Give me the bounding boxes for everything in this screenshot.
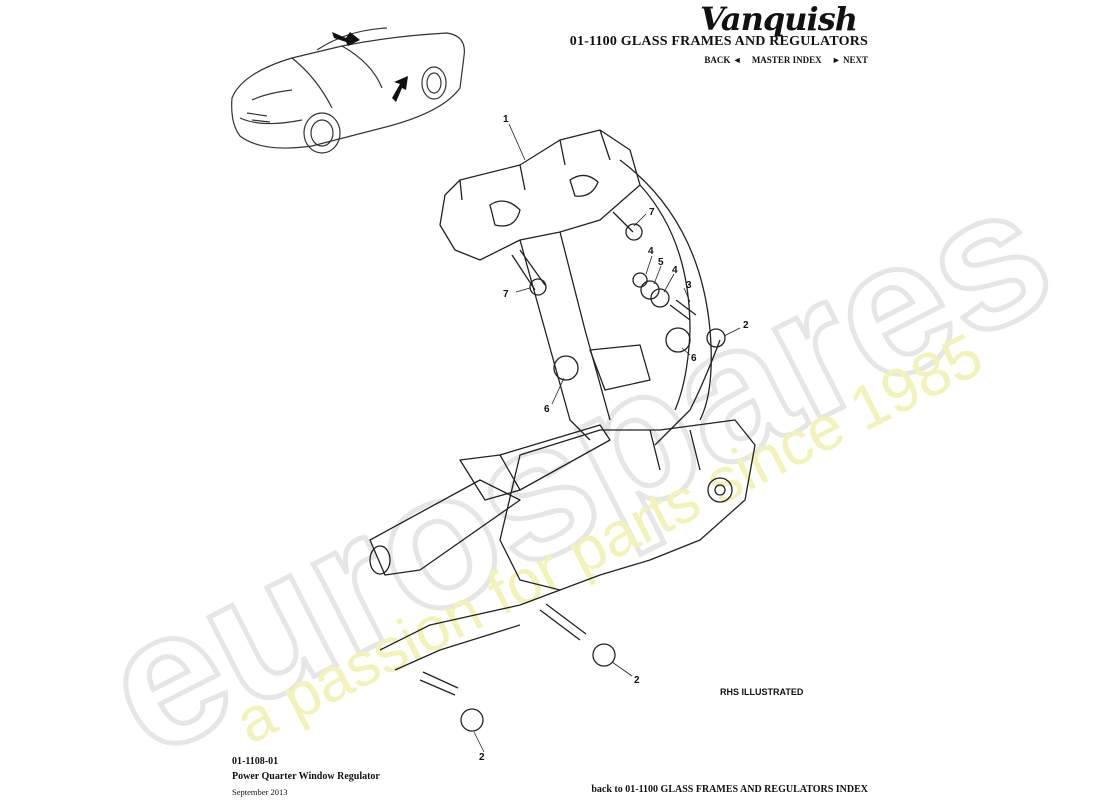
- callout-2-mid: 2: [634, 675, 640, 686]
- callout-7-lower: 7: [503, 289, 509, 300]
- section-title: 01-1100 GLASS FRAMES AND REGULATORS: [569, 34, 868, 49]
- drive-cable: [654, 339, 721, 446]
- next-link[interactable]: ► NEXT: [831, 55, 868, 65]
- brand-logo: Vanquish: [700, 0, 858, 38]
- rhs-note: RHS ILLUSTRATED: [720, 687, 804, 697]
- publication-date: September 2013: [232, 787, 288, 797]
- callout-7-upper: 7: [649, 207, 655, 218]
- callout-2-lower: 2: [479, 752, 485, 763]
- master-index-link[interactable]: MASTER INDEX: [751, 55, 822, 65]
- nav-bar: BACK ◄ MASTER INDEX ► NEXT: [660, 55, 868, 65]
- callout-6-right: 6: [691, 353, 697, 364]
- part-title: Power Quarter Window Regulator: [232, 771, 380, 782]
- callout-5: 5: [658, 257, 664, 268]
- guide-rail-left: [519, 231, 611, 441]
- guide-rail-right: [619, 159, 712, 421]
- regulator-housing: [499, 419, 756, 591]
- back-link[interactable]: BACK ◄: [704, 55, 742, 65]
- callout-1: 1: [503, 114, 509, 125]
- callout-4-upper: 4: [648, 246, 654, 257]
- callout-2-upper: 2: [743, 320, 749, 331]
- motor: [369, 479, 521, 576]
- part-number: 01-1108-01: [232, 756, 279, 767]
- upper-bracket: [439, 129, 641, 261]
- callout-6-left: 6: [544, 404, 550, 415]
- callout-4-lower: 4: [672, 265, 678, 276]
- callout-3: 3: [686, 280, 692, 291]
- car-thumbnail: [231, 27, 465, 154]
- back-to-index-link[interactable]: back to 01-1100 GLASS FRAMES AND REGULAT…: [591, 784, 868, 795]
